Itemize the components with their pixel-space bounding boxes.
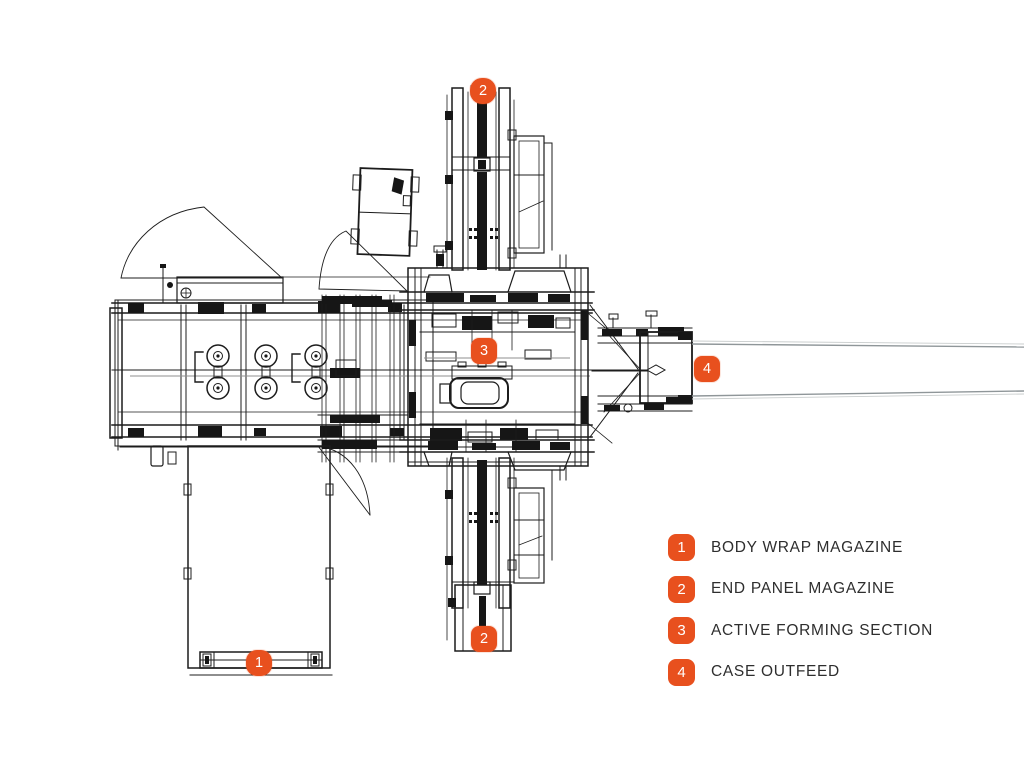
magazine-ticks-top bbox=[469, 228, 498, 239]
body-wrap-magazine bbox=[183, 445, 334, 676]
legend-label: END PANEL MAGAZINE bbox=[711, 580, 895, 597]
legend-number: 4 bbox=[677, 663, 686, 681]
number-badge: 3 bbox=[668, 617, 695, 644]
marker-number: 1 bbox=[254, 654, 264, 671]
end-panel-magazine-top bbox=[445, 85, 553, 271]
number-badge: 1 bbox=[668, 534, 695, 561]
marker-active-forming-section[interactable]: 3 bbox=[471, 338, 497, 364]
legend-number: 3 bbox=[677, 622, 686, 639]
door-swing-arcs bbox=[120, 206, 409, 516]
marker-end-panel-magazine-top[interactable]: 2 bbox=[470, 78, 496, 104]
legend-item-active-forming-section: 3 ACTIVE FORMING SECTION bbox=[668, 617, 933, 644]
forming-section bbox=[399, 245, 595, 481]
legend-number: 2 bbox=[677, 580, 686, 598]
marker-number: 2 bbox=[479, 630, 489, 647]
marker-number: 2 bbox=[478, 82, 488, 99]
legend-item-case-outfeed: 4 CASE OUTFEED bbox=[668, 658, 933, 686]
marker-number: 3 bbox=[479, 342, 489, 359]
legend: 1 BODY WRAP MAGAZINE 2 END PANEL MAGAZIN… bbox=[668, 534, 933, 700]
legend-number: 1 bbox=[677, 539, 686, 556]
legend-label: CASE OUTFEED bbox=[711, 663, 840, 680]
outfeed-conveyor-rails bbox=[691, 340, 1024, 400]
legend-label: BODY WRAP MAGAZINE bbox=[711, 538, 903, 556]
legend-item-end-panel-magazine: 2 END PANEL MAGAZINE bbox=[668, 575, 933, 603]
end-panel-magazine-bottom bbox=[445, 457, 553, 652]
transfer-section bbox=[317, 294, 409, 463]
marker-case-outfeed[interactable]: 4 bbox=[694, 356, 720, 382]
legend-label: ACTIVE FORMING SECTION bbox=[711, 621, 934, 639]
number-badge: 4 bbox=[668, 658, 695, 686]
marker-body-wrap-magazine[interactable]: 1 bbox=[246, 650, 272, 676]
case-outfeed bbox=[583, 304, 1024, 444]
marker-number: 4 bbox=[702, 360, 712, 377]
magazine-ticks-bottom bbox=[469, 512, 498, 523]
number-badge: 2 bbox=[668, 575, 695, 603]
rollers bbox=[206, 344, 328, 400]
legend-item-body-wrap-magazine: 1 BODY WRAP MAGAZINE bbox=[668, 534, 933, 561]
marker-end-panel-magazine-bottom[interactable]: 2 bbox=[471, 626, 497, 652]
top-cabinet bbox=[350, 167, 420, 257]
